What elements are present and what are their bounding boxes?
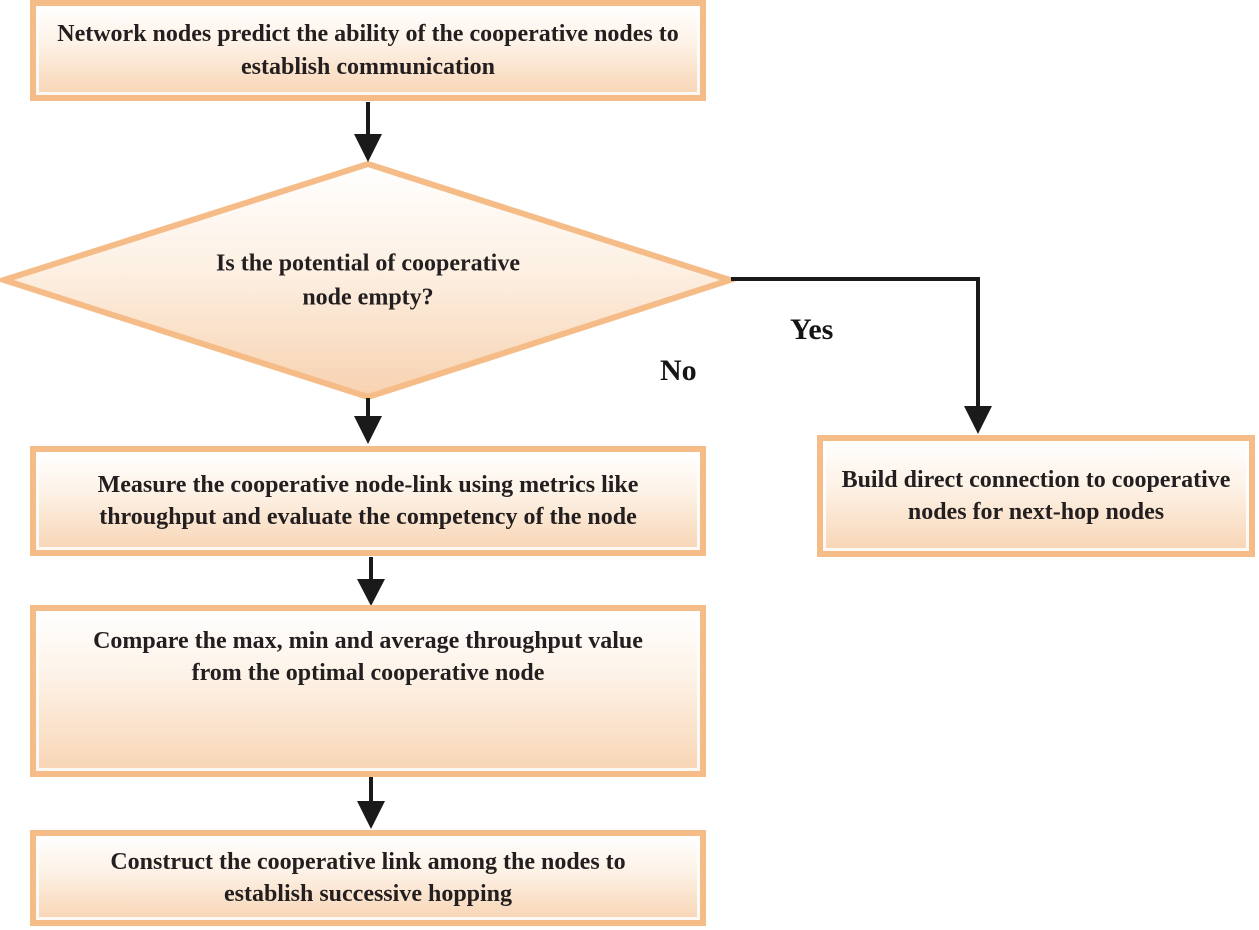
decision-diamond-shape: [0, 160, 740, 401]
node-build-text: Build direct connection to cooperative n…: [841, 466, 1231, 525]
node-predict: Network nodes predict the ability of the…: [30, 0, 706, 101]
edge-label-yes: Yes: [790, 313, 834, 346]
arrowhead-decision-to-measure: [354, 416, 382, 444]
arrowhead-predict-to-decision: [354, 134, 382, 162]
node-predict-text: Network nodes predict the ability of the…: [57, 21, 679, 80]
node-construct-text: Construct the cooperative link among the…: [110, 848, 626, 907]
node-build: Build direct connection to cooperative n…: [817, 435, 1255, 557]
arrowhead-measure-to-compare: [357, 579, 385, 606]
node-measure: Measure the cooperative node-link using …: [30, 446, 706, 556]
arrowhead-compare-to-construct: [357, 801, 385, 829]
arrow-decision-to-build: [731, 277, 980, 408]
node-measure-text: Measure the cooperative node-link using …: [97, 471, 639, 530]
arrowhead-decision-to-build: [964, 406, 992, 434]
node-decision-text: Is the potential of cooperative node emp…: [216, 250, 520, 310]
node-construct: Construct the cooperative link among the…: [30, 830, 706, 926]
node-compare: Compare the max, min and average through…: [30, 605, 706, 777]
edge-label-no: No: [660, 354, 697, 387]
node-compare-text: Compare the max, min and average through…: [93, 628, 643, 687]
